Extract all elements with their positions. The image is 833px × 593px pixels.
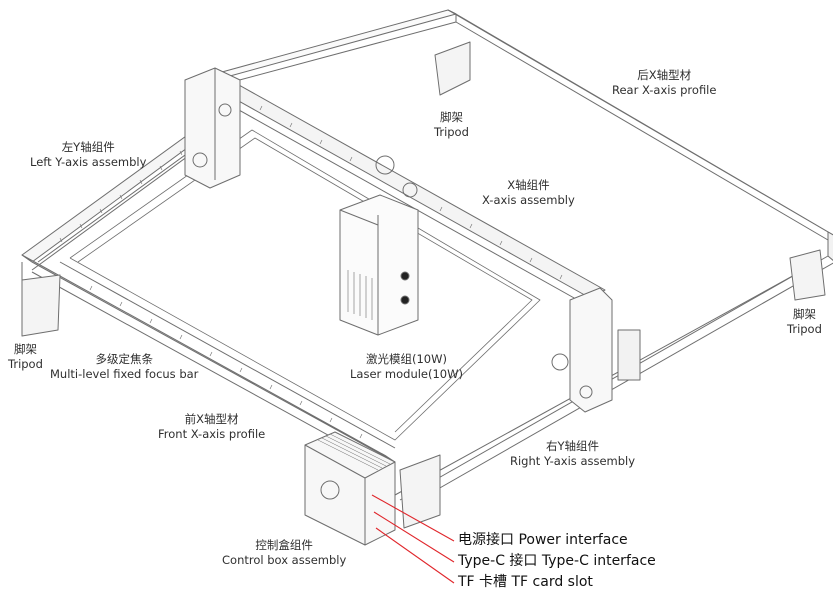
- right-gantry-block: [551, 287, 641, 413]
- label-en: Tripod: [787, 322, 822, 336]
- label-tripod-right: 脚架 Tripod: [787, 307, 822, 337]
- callout-typec-interface: Type-C 接口 Type-C interface: [458, 553, 656, 569]
- label-zh: 多级定焦条: [95, 352, 153, 366]
- label-en: Tripod: [434, 125, 469, 139]
- label-zh: 激光模组(10W): [366, 352, 447, 366]
- label-zh: 脚架: [792, 307, 816, 321]
- label-en: Front X-axis profile: [158, 427, 266, 441]
- power-callout-line: [371, 494, 455, 542]
- tripod-front-right-shape: [399, 454, 441, 529]
- label-focus-bar: 多级定焦条 Multi-level fixed focus bar: [50, 352, 198, 382]
- label-tripod-top: 脚架 Tripod: [434, 110, 469, 140]
- callout-power-interface: 电源接口 Power interface: [458, 532, 628, 548]
- label-en: Multi-level fixed focus bar: [50, 367, 199, 381]
- label-zh: X轴组件: [507, 178, 550, 192]
- label-left-y-assembly: 左Y轴组件 Left Y-axis assembly: [30, 140, 146, 170]
- label-front-x-profile: 前X轴型材 Front X-axis profile: [158, 412, 265, 442]
- left-gantry-block: [184, 67, 241, 189]
- label-en: Laser module(10W): [350, 367, 463, 381]
- label-rear-x-profile: 后X轴型材 Rear X-axis profile: [612, 68, 716, 98]
- label-tripod-left: 脚架 Tripod: [8, 342, 43, 372]
- label-en: Left Y-axis assembly: [30, 155, 147, 169]
- control-box: [304, 431, 396, 546]
- label-control-box: 控制盒组件 Control box assembly: [222, 538, 346, 568]
- label-zh: 右Y轴组件: [546, 439, 600, 453]
- callout-lines: [371, 494, 455, 584]
- label-zh: 脚架: [439, 110, 463, 124]
- label-laser-module: 激光模组(10W) Laser module(10W): [350, 352, 463, 382]
- tf-callout-line: [375, 527, 455, 584]
- label-zh: 后X轴型材: [637, 68, 692, 82]
- label-zh: 控制盒组件: [255, 538, 313, 552]
- label-en: Rear X-axis profile: [612, 83, 717, 97]
- label-en: Control box assembly: [222, 553, 347, 567]
- typec-callout-line: [373, 511, 455, 563]
- label-zh: 前X轴型材: [184, 412, 239, 426]
- tripod-left-shape: [21, 274, 61, 337]
- tripod-right-shape: [789, 249, 826, 301]
- label-en: X-axis assembly: [482, 193, 575, 207]
- label-en: Right Y-axis assembly: [510, 454, 636, 468]
- label-en: Tripod: [8, 357, 43, 371]
- label-zh: 左Y轴组件: [61, 140, 115, 154]
- tripod-top-shape: [434, 41, 471, 96]
- label-x-axis-assembly: X轴组件 X-axis assembly: [482, 178, 575, 208]
- label-right-y-assembly: 右Y轴组件 Right Y-axis assembly: [510, 439, 635, 469]
- rear-x-profile: [221, 9, 833, 241]
- laser-module: [339, 155, 419, 336]
- callout-tf-card-slot: TF 卡槽 TF card slot: [458, 574, 593, 590]
- label-zh: 脚架: [13, 342, 37, 356]
